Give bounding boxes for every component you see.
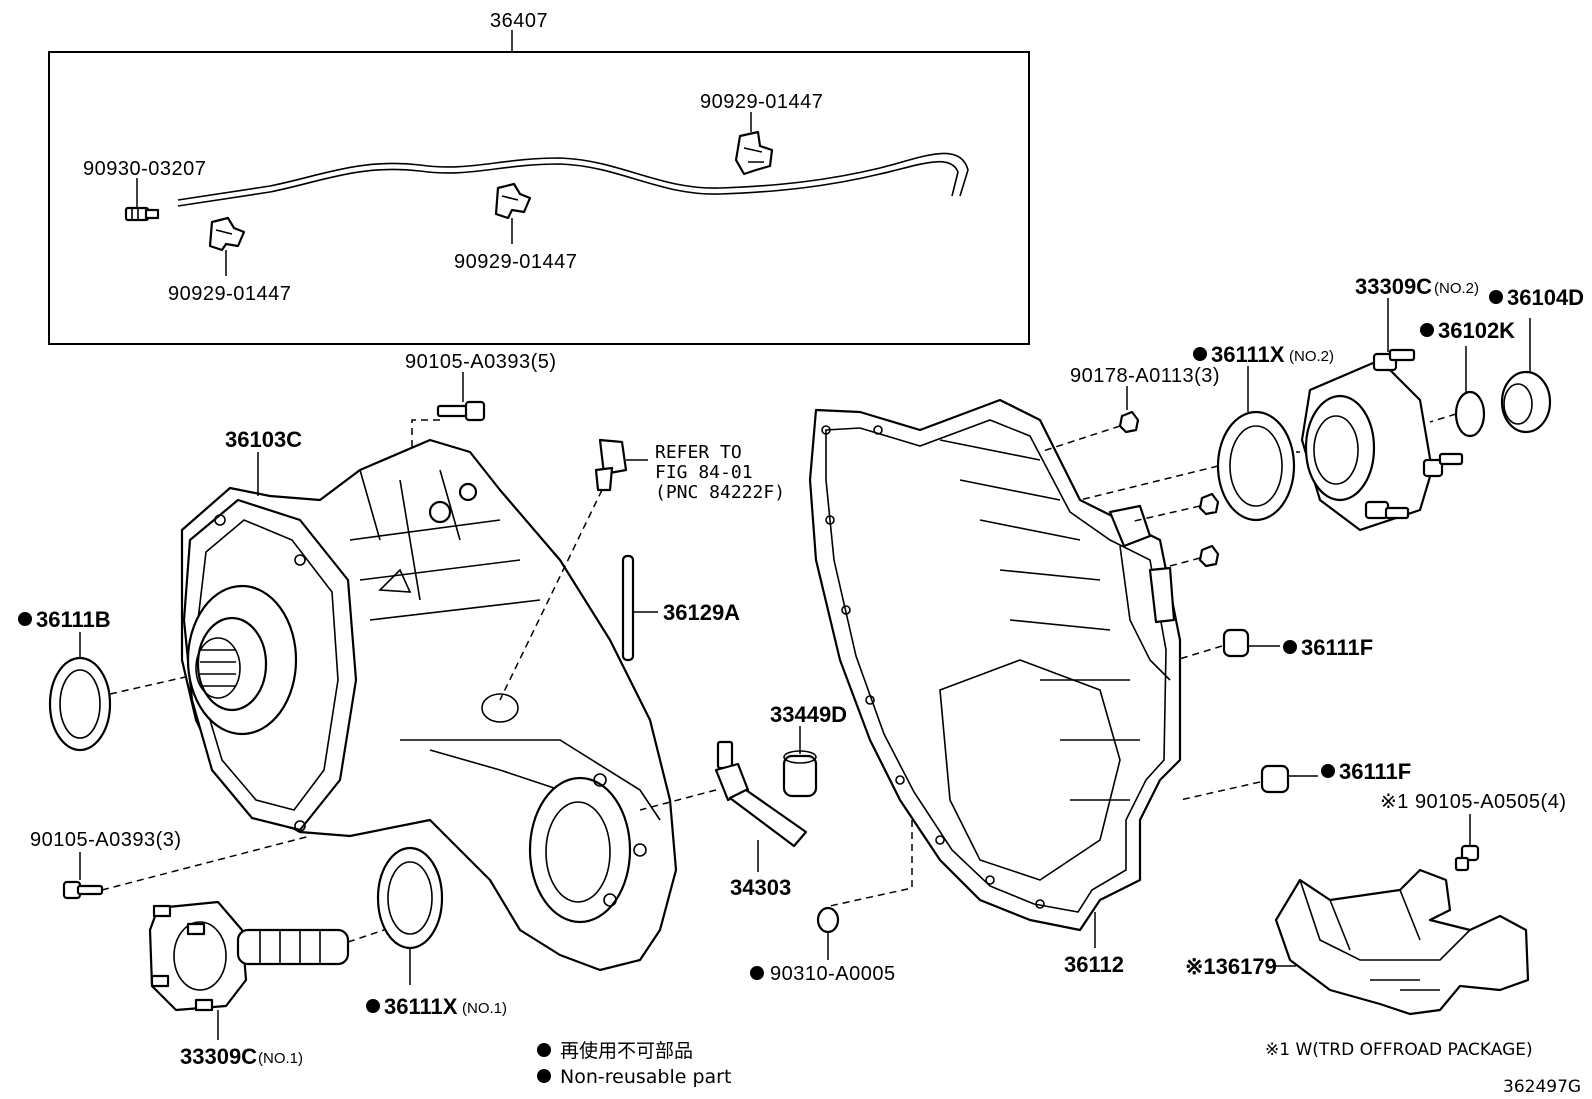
legend: 再使用不可部品 Non-reusable part — [537, 1040, 731, 1088]
bolt-90105-a0505 — [1454, 844, 1480, 872]
speed-sensor-connector — [594, 438, 628, 492]
label-36129a: 36129A — [663, 600, 740, 625]
clamp-middle — [494, 182, 532, 220]
label-36111f-b: 36111F — [1339, 759, 1411, 784]
label-36111x-no1: 36111X — [384, 994, 458, 1019]
seal-36104d — [1500, 370, 1552, 434]
label-36104d: 36104D — [1507, 285, 1584, 310]
label-90929-01447-b: 90929-01447 — [454, 251, 577, 273]
label-36111x-no2: 36111X — [1211, 342, 1285, 367]
skid-plate-36179 — [1274, 868, 1530, 1016]
label-33309c-no2: 33309C — [1355, 274, 1432, 299]
label-90178-a0113: 90178-A0113(3) — [1070, 365, 1220, 387]
non-reusable-dot-36111b — [18, 612, 32, 626]
label-36103c: 36103C — [225, 427, 302, 452]
non-reusable-dot-36111x-no1 — [366, 999, 380, 1013]
legend-line-japanese: 再使用不可部品 — [560, 1040, 693, 1062]
refer-to-line1: REFER TO — [655, 442, 742, 463]
label-90929-01447-c: 90929-01447 — [700, 91, 823, 113]
non-reusable-dot-36104d — [1489, 290, 1503, 304]
oil-seal-36111b — [48, 656, 112, 752]
tube-assembly-group: 36407 90930-03207 90929-01447 90929-0144… — [48, 10, 1030, 345]
clamp-left — [208, 216, 246, 252]
label-33309c-no1-suffix: (NO.1) — [258, 1050, 303, 1067]
label-90930-03207: 90930-03207 — [83, 158, 206, 180]
rear-case-group — [808, 398, 1182, 932]
bolt-90105-a0393-5 — [436, 400, 486, 422]
label-36407: 36407 — [490, 10, 548, 32]
refer-to-line3: (PNC 84222F) — [655, 482, 785, 503]
clamp-right — [734, 130, 774, 176]
label-33309c-no2-suffix: (NO.2) — [1434, 280, 1479, 297]
label-90105-a0393-3: 90105-A0393(3) — [30, 829, 182, 851]
label-34303: 34303 — [730, 875, 791, 900]
refer-to-line2: FIG 84-01 — [655, 462, 753, 483]
o-ring-36102k — [1454, 390, 1486, 438]
flange-33309c-no1 — [148, 900, 350, 1012]
pin-36129a — [621, 554, 635, 662]
label-36111x-no1-suffix: (NO.1) — [462, 1000, 507, 1017]
label-36102k: 36102K — [1438, 318, 1515, 343]
legend-dot-2 — [537, 1069, 551, 1083]
label-90105-a0393-5: 90105-A0393(5) — [405, 351, 557, 373]
figure-id: 362497G — [1503, 1077, 1581, 1097]
label-90929-01447-a: 90929-01447 — [168, 283, 291, 305]
non-reusable-dot-90310 — [750, 966, 764, 980]
non-reusable-dot-36111f-b — [1321, 764, 1335, 778]
legend-dot-1 — [537, 1043, 551, 1057]
front-case-group: 90105-A0393(5) — [180, 351, 678, 972]
breather-tube — [177, 152, 969, 207]
oil-seal-36111x-no1 — [376, 846, 444, 950]
footnote-trd-offroad: ※1 W(TRD OFFROAD PACKAGE) — [1265, 1040, 1533, 1060]
label-33449d: 33449D — [770, 702, 847, 727]
flange-33309c-no2 — [1300, 348, 1464, 532]
shaft-34303 — [714, 740, 808, 848]
union-bolt-90930-03207 — [124, 206, 160, 222]
tube-assembly-frame — [48, 51, 1030, 345]
legend-line-english: Non-reusable part — [560, 1066, 731, 1088]
label-36111x-no2-suffix: (NO.2) — [1289, 348, 1334, 365]
oil-seal-36111x-no2 — [1216, 410, 1296, 522]
collar-33449d — [782, 750, 818, 798]
label-90105-a0505: ※1 90105-A0505(4) — [1380, 791, 1567, 813]
plug-90310-a0005 — [816, 906, 840, 934]
non-reusable-dot-36102k — [1420, 323, 1434, 337]
label-90310-a0005: 90310-A0005 — [770, 963, 896, 985]
label-36112: 36112 — [1064, 952, 1124, 977]
label-36111b: 36111B — [36, 607, 111, 632]
non-reusable-dot-36111f-a — [1283, 640, 1297, 654]
non-reusable-dot-36111x-no2 — [1193, 347, 1207, 361]
label-36111f-a: 36111F — [1301, 635, 1373, 660]
bolt-90105-a0393-3 — [62, 880, 104, 900]
label-33309c-no1: 33309C — [180, 1044, 257, 1069]
rear-case-housing — [808, 398, 1182, 932]
plug-36111f-b — [1260, 764, 1290, 794]
plug-36111f-a — [1222, 628, 1250, 658]
label-36179: ※136179 — [1185, 954, 1277, 979]
